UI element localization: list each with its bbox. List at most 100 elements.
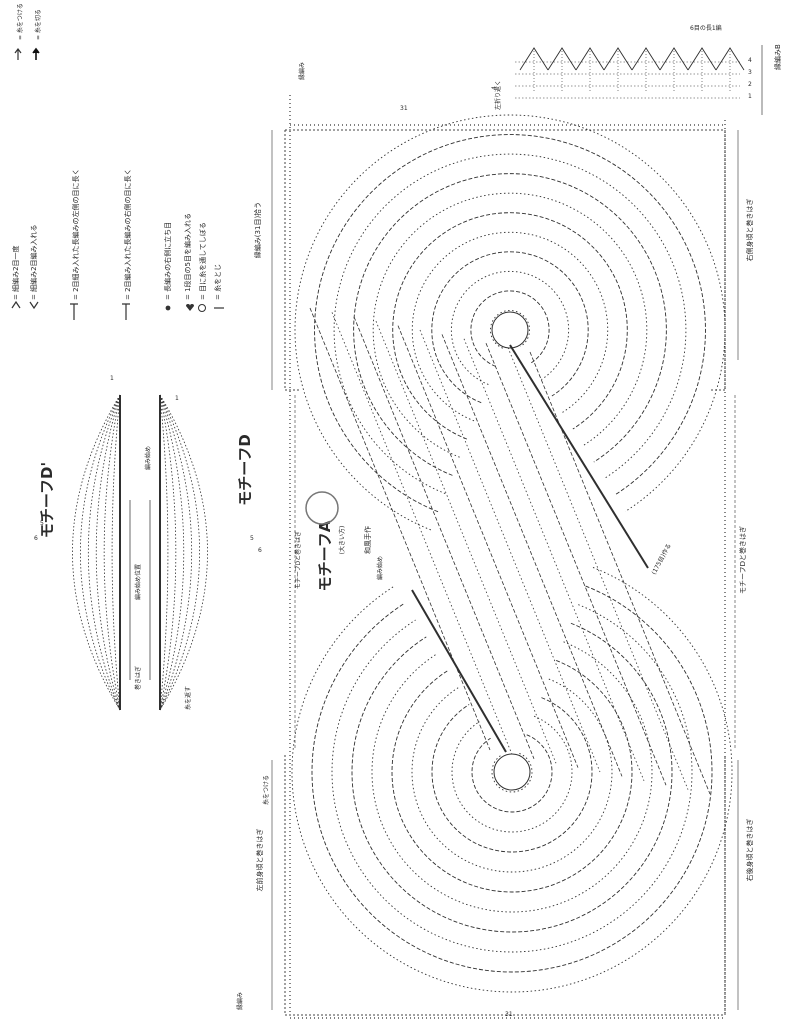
num-top: 31 [400, 105, 408, 112]
left-join-label: 左前身頃と巻きはぎ [255, 829, 264, 892]
cut-label: = 糸を切る [34, 9, 42, 40]
bead-heart-icon [186, 304, 194, 311]
right-join-bottom-group: 右後身頃と巻きはぎ [745, 819, 754, 882]
center-ring-lower [493, 753, 531, 791]
lower-lobe-ring-4 [431, 697, 593, 853]
num-bottom: 31 [505, 1011, 513, 1018]
join-d-group: モチーフDと巻きはぎ [738, 526, 747, 594]
band-line-4 [397, 325, 579, 768]
center-ring-upper [491, 311, 529, 349]
edge-b-turn: 4 [491, 86, 498, 90]
legend: = 細編み2目一度 = 細編み2目編み入れる = 2目細み入れた長編みの左側の目… [11, 168, 224, 320]
right-join-label: 右側身頃と巻きはぎ [745, 199, 754, 262]
legend-bead: = 1段目の5目を編み入れる [183, 213, 192, 300]
dprime-row-5: 5 [40, 520, 44, 527]
join-d-label: モチーフDと巻きはぎ [738, 526, 747, 594]
upper-lobe-ring-5 [411, 231, 609, 422]
motif-a-start-group: 編み始め [376, 556, 384, 580]
motif-d-prime-row-2 [95, 394, 121, 711]
side-mark-group: 糸をつける [262, 775, 270, 805]
lower-lobe-ring-6 [391, 660, 633, 893]
spine-upper [509, 344, 649, 569]
motif-a-rings [291, 114, 733, 993]
decrease-symbol-icon [11, 300, 21, 309]
motif-d-prime-row-0 [111, 394, 121, 711]
ring-circle-icon [198, 304, 206, 312]
lower-lobe-ring-3 [451, 715, 573, 833]
motif-d-prime-title-group: モチーフD' [38, 462, 56, 538]
edge-b-row-2: 2 [748, 81, 752, 88]
d-row-6: 6 [258, 547, 262, 554]
thread-markers: = 糸をつける = 糸を切る [14, 3, 42, 60]
upper-lobe-ring-2 [470, 290, 550, 367]
motif-d-prime-center-group: 編み始め [144, 446, 152, 470]
treble-left-icon [70, 303, 78, 320]
motif-d-prime-stitch: 巻きはぎ [134, 666, 142, 690]
lower-lobe-ring-2 [471, 734, 553, 813]
dprime-row-6: 6 [34, 535, 38, 542]
side-mark-label: 糸をつける [262, 775, 270, 805]
motif-d-pickup-lines [129, 500, 151, 680]
lower-lobe-ring-9 [331, 604, 693, 953]
motif-d-row-0 [159, 394, 169, 711]
motif-d-row-2 [159, 394, 185, 711]
d-row-1: 1 [175, 395, 179, 402]
upper-lobe-ring-3 [450, 270, 570, 385]
spine-lower [411, 589, 507, 753]
edge-b-row-4: 4 [748, 57, 752, 64]
legend-increase: = 細編み2目編み入れる [29, 224, 38, 300]
upper-lobe-ring-11 [294, 114, 726, 531]
upper-lobe-ring-8 [353, 173, 667, 476]
outer-border-label: 縁編み(31目)拾う [253, 202, 262, 258]
lower-lobe-ring-1 [491, 752, 533, 793]
motif-a-join: モチーフDと巻きはぎ [294, 531, 302, 589]
edge-bottom-group: 縁編み [236, 992, 244, 1010]
outer-frame [271, 95, 739, 1019]
legend-tr-right: = 2目編み入れた長編みの右側の目に長く [123, 168, 132, 300]
legend-decrease: = 細編み2目一度 [11, 245, 20, 300]
edge-b-turn-label: 左折り返く [494, 80, 502, 110]
motif-d-title: モチーフD [236, 434, 254, 506]
watermark-text: 和風手作 [363, 526, 372, 554]
watermark-group: 和風手作 [363, 526, 372, 554]
edge-pattern-b [515, 45, 763, 115]
edge-b-title: 縁編みB [773, 44, 782, 70]
d-row-5: 5 [250, 535, 254, 542]
band-line-0 [309, 307, 491, 751]
motif-a-start: 編み始め [376, 556, 384, 580]
upper-lobe-ring-7 [372, 192, 648, 458]
pick-label: = 糸をつける [16, 3, 24, 40]
pick-arrow-icon [14, 48, 22, 60]
motif-d-row-3 [159, 394, 192, 711]
motif-d-prime-stitch-group: 巻きはぎ [134, 666, 142, 690]
edge-bottom-label: 縁編み [236, 992, 244, 1010]
motif-d-row-5 [159, 394, 208, 711]
motif-a-title-group: モチーフA [316, 520, 334, 591]
lower-lobe-ring-10 [311, 585, 713, 973]
upper-lobe-ring-1 [490, 310, 530, 349]
motif-d-prime-center: 編み始め [144, 446, 152, 470]
legend-close: = 糸をとじ [213, 264, 222, 300]
upper-lobe-ring-10 [314, 134, 706, 513]
motif-d-title-group: モチーフD [236, 434, 254, 506]
motif-a-title: モチーフA [316, 520, 334, 591]
lower-lobe-ring-7 [371, 641, 653, 913]
edge-b-row-3: 3 [748, 69, 752, 76]
edge-b-row-1: 1 [748, 93, 752, 100]
legend-picot: = 長編みの右側に立ち目 [163, 222, 172, 300]
motif-a-subtitle: (大きい方) [338, 526, 346, 555]
right-join-group: 右側身頃と巻きはぎ [745, 199, 754, 262]
side-brackets [271, 130, 739, 1010]
upper-lobe-ring-9 [333, 153, 687, 494]
edge-top-label: 縁編み [298, 62, 306, 80]
outer-border-group: 縁編み(31目)拾う [253, 202, 262, 258]
edge-b-labels: 縁編みB 6目の長1編 4 左折り返く 4 3 2 1 [491, 24, 782, 110]
band-line-8 [485, 343, 667, 786]
dprime-row-1: 1 [110, 375, 114, 382]
treble-right-icon [122, 303, 130, 320]
motif-d-side-group: 糸を返す [184, 686, 192, 710]
legend-ring: = 目に糸を通してしぼる [198, 222, 207, 300]
motif-d-prime-row-1 [103, 394, 121, 711]
